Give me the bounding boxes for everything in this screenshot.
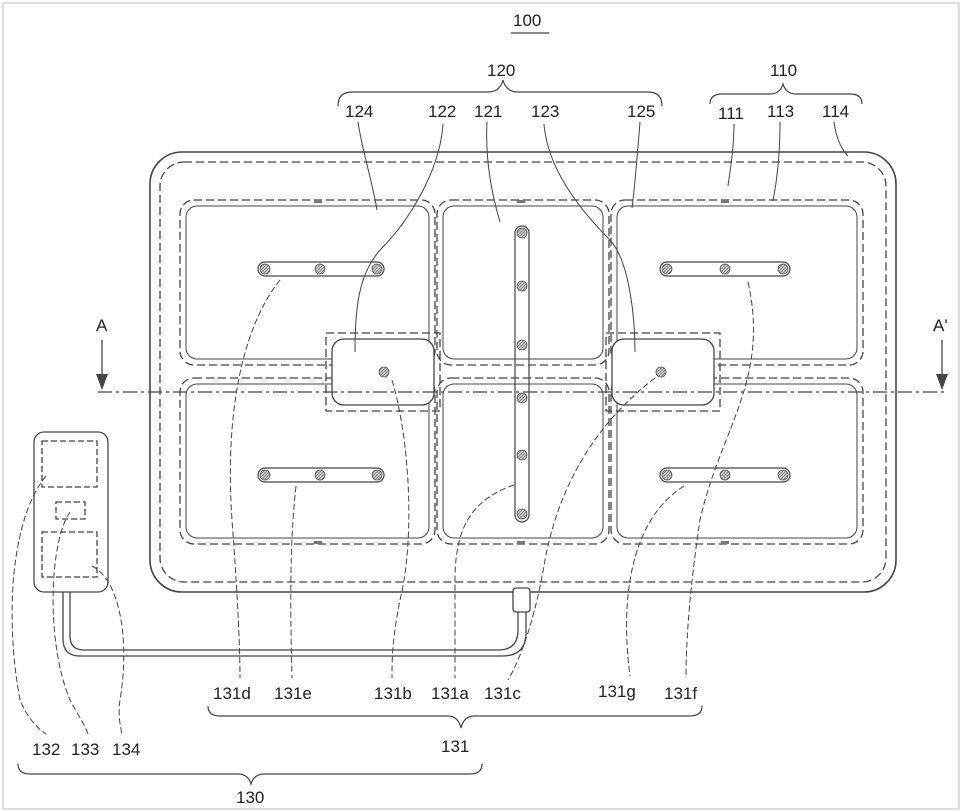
braces (17, 79, 863, 787)
label-111: 111 (718, 104, 744, 123)
label-131f: 131f (664, 684, 697, 703)
tube-131d-top (257, 261, 385, 277)
leader-134 (91, 565, 125, 735)
controller-module-133 (55, 501, 86, 520)
label-110: 110 (770, 61, 797, 80)
brace-131 (207, 705, 703, 729)
label-121: 121 (474, 102, 502, 121)
label-131d: 131d (213, 684, 251, 703)
pad-outer (149, 151, 897, 593)
label-131: 131 (441, 737, 469, 756)
label-125: 125 (627, 102, 655, 121)
label-130: 130 (236, 788, 264, 807)
label-123: 123 (531, 102, 559, 121)
label-120: 120 (487, 61, 515, 80)
leader-131c (507, 377, 656, 681)
cell-top-left (179, 199, 436, 366)
label-131c: 131c (484, 684, 521, 703)
leader-123 (543, 123, 636, 353)
cell-solid-outlines (185, 205, 858, 539)
controller-body (33, 431, 109, 593)
connector (512, 587, 531, 613)
tube-131e (257, 467, 385, 483)
tube-131f (659, 261, 791, 277)
cell-bottom-right (610, 377, 864, 545)
label-133: 133 (71, 740, 99, 759)
leader-132 (11, 475, 47, 735)
leader-114 (833, 121, 849, 157)
leader-131b (391, 379, 410, 679)
cell-top-right (610, 199, 864, 366)
label-a-prime: A' (933, 316, 948, 335)
label-a: A (96, 316, 108, 335)
brace-130 (17, 763, 483, 787)
arrowhead-a (96, 374, 108, 390)
leader-113 (772, 121, 781, 202)
leader-131a (454, 484, 515, 678)
controller-module-132 (41, 440, 98, 488)
controller-module-134 (41, 531, 98, 578)
pad-inner-boundary (159, 161, 887, 583)
label-132: 132 (32, 740, 60, 759)
label-131g: 131g (598, 682, 636, 701)
wire-dots (259, 227, 789, 520)
label-100: 100 (513, 11, 541, 30)
label-131b: 131b (374, 684, 412, 703)
leader-lines (11, 279, 754, 735)
leader-131e (290, 485, 297, 679)
wire-tubes (257, 225, 791, 523)
leader-111 (727, 123, 735, 187)
labels: 100 120 110 124 122 121 123 125 111 113 … (32, 11, 948, 807)
leader-131d (229, 279, 281, 679)
leader-121 (486, 121, 501, 223)
arrowhead-a2 (936, 374, 948, 390)
leader-133 (52, 511, 89, 735)
label-131e: 131e (274, 684, 312, 703)
edge-marks (314, 200, 729, 544)
tube-131g (659, 467, 791, 483)
label-124: 124 (345, 102, 373, 121)
label-131a: 131a (431, 684, 469, 703)
leader-131f (685, 281, 754, 679)
leader-131g (626, 485, 685, 677)
cable-inner (62, 592, 527, 657)
solid-leaders (354, 121, 849, 353)
leader-124 (357, 121, 378, 211)
tube-131a (514, 225, 530, 523)
leader-125 (631, 121, 641, 209)
label-122: 122 (428, 102, 456, 121)
brace-120 (337, 79, 663, 107)
label-114: 114 (822, 102, 849, 121)
leader-122 (354, 123, 444, 353)
cable-outer (69, 592, 519, 651)
label-134: 134 (112, 740, 140, 759)
brace-110 (709, 81, 863, 105)
heating-cells (179, 199, 864, 545)
label-113: 113 (767, 102, 794, 121)
cell-bottom-left (179, 377, 436, 545)
